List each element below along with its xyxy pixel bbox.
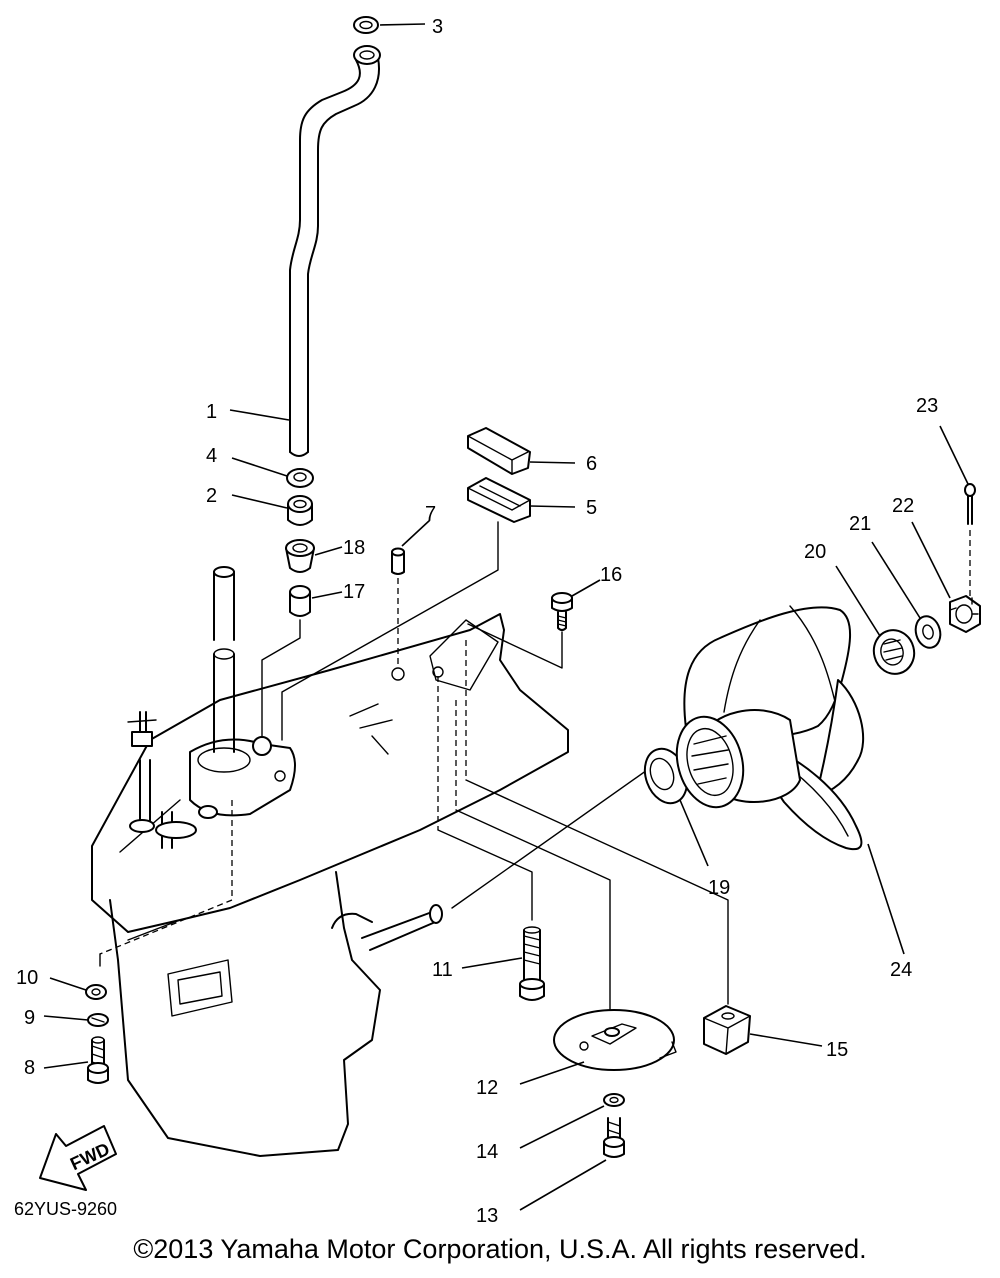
leader-10	[49, 977, 87, 991]
part-20-spacer	[872, 629, 916, 675]
part-22-castle-nut	[949, 595, 981, 633]
part-8-bolt	[87, 1036, 109, 1084]
part-3-washer	[353, 16, 379, 34]
callout-24: 24	[890, 959, 912, 981]
part-17-collar	[289, 585, 311, 617]
callout-4: 4	[206, 445, 217, 467]
callout-22: 22	[892, 495, 914, 517]
leader-16-ref	[467, 623, 563, 669]
leader-17	[311, 591, 343, 599]
callout-3: 3	[432, 16, 443, 38]
leader-5	[529, 505, 576, 508]
leader-9	[43, 1015, 89, 1021]
leader-5-ref	[281, 521, 499, 741]
leader-19-ref	[451, 767, 651, 909]
part-12-anode-plate	[553, 1009, 677, 1071]
part-7-pin	[391, 547, 405, 575]
leader-4	[231, 457, 288, 477]
part-10-washer	[85, 984, 107, 1000]
leader-22	[911, 521, 951, 599]
part-6-plate	[467, 427, 531, 475]
leader-6	[529, 461, 576, 464]
leader-7	[401, 519, 431, 547]
copyright-notice: ©2013 Yamaha Motor Corporation, U.S.A. A…	[133, 1234, 867, 1264]
leader-14	[519, 1105, 605, 1149]
leader-1	[229, 409, 290, 421]
callout-10: 10	[16, 967, 38, 989]
leader-21	[871, 541, 921, 619]
leader-13	[519, 1159, 607, 1211]
callout-11: 11	[432, 959, 453, 981]
callout-17: 17	[343, 581, 365, 603]
callout-23: 23	[916, 395, 938, 417]
callout-14: 14	[476, 1141, 498, 1163]
diagram-code: 62YUS-9260	[14, 1199, 117, 1219]
callout-15: 15	[826, 1039, 848, 1061]
callout-9: 9	[24, 1007, 35, 1029]
leader-11-ref	[437, 829, 533, 921]
part-15-anode	[703, 1005, 751, 1055]
callout-18: 18	[343, 537, 365, 559]
leader-18	[314, 546, 343, 556]
leader-24	[867, 843, 905, 955]
leader-2	[231, 494, 288, 509]
part-11-bolt	[519, 926, 545, 1001]
part-13-bolt	[603, 1117, 625, 1158]
callout-8: 8	[24, 1057, 35, 1079]
callout-20: 20	[804, 541, 826, 563]
callout-5: 5	[586, 497, 597, 519]
part-9-spring-washer	[87, 1013, 109, 1027]
part-4-grommet	[286, 468, 314, 488]
part-14-washer	[603, 1093, 625, 1107]
callout-6: 6	[586, 453, 597, 475]
leader-12	[519, 1061, 585, 1085]
part-21-washer	[914, 615, 942, 649]
leader-20	[835, 565, 881, 637]
leader-11	[461, 957, 523, 969]
fwd-arrow-icon: FWD	[39, 1125, 117, 1191]
leader-16	[571, 579, 601, 597]
part-18-rubber-seal	[285, 539, 315, 573]
part-5-plate	[467, 477, 531, 523]
part-16-bolt	[551, 592, 573, 631]
leader-8	[43, 1061, 89, 1069]
part-23-cotter-pin	[964, 483, 976, 600]
leader-23	[939, 425, 969, 485]
leader-17-ref	[261, 619, 301, 743]
leader-15-ref	[465, 779, 729, 1005]
leader-12-ref	[455, 809, 611, 1023]
callout-1: 1	[206, 401, 217, 423]
callout-16: 16	[600, 564, 622, 586]
callout-21: 21	[849, 513, 871, 535]
part-24-propeller	[675, 605, 865, 851]
callout-7: 7	[425, 503, 436, 525]
leader-3	[379, 23, 426, 26]
lower-unit-housing	[91, 566, 569, 1157]
callout-2: 2	[206, 485, 217, 507]
callout-19: 19	[708, 877, 730, 899]
callout-12: 12	[476, 1077, 498, 1099]
callout-13: 13	[476, 1205, 498, 1227]
part-1-water-tube	[289, 45, 381, 457]
leader-19	[679, 799, 709, 867]
leader-15	[749, 1033, 823, 1047]
part-2-seal	[287, 495, 313, 526]
